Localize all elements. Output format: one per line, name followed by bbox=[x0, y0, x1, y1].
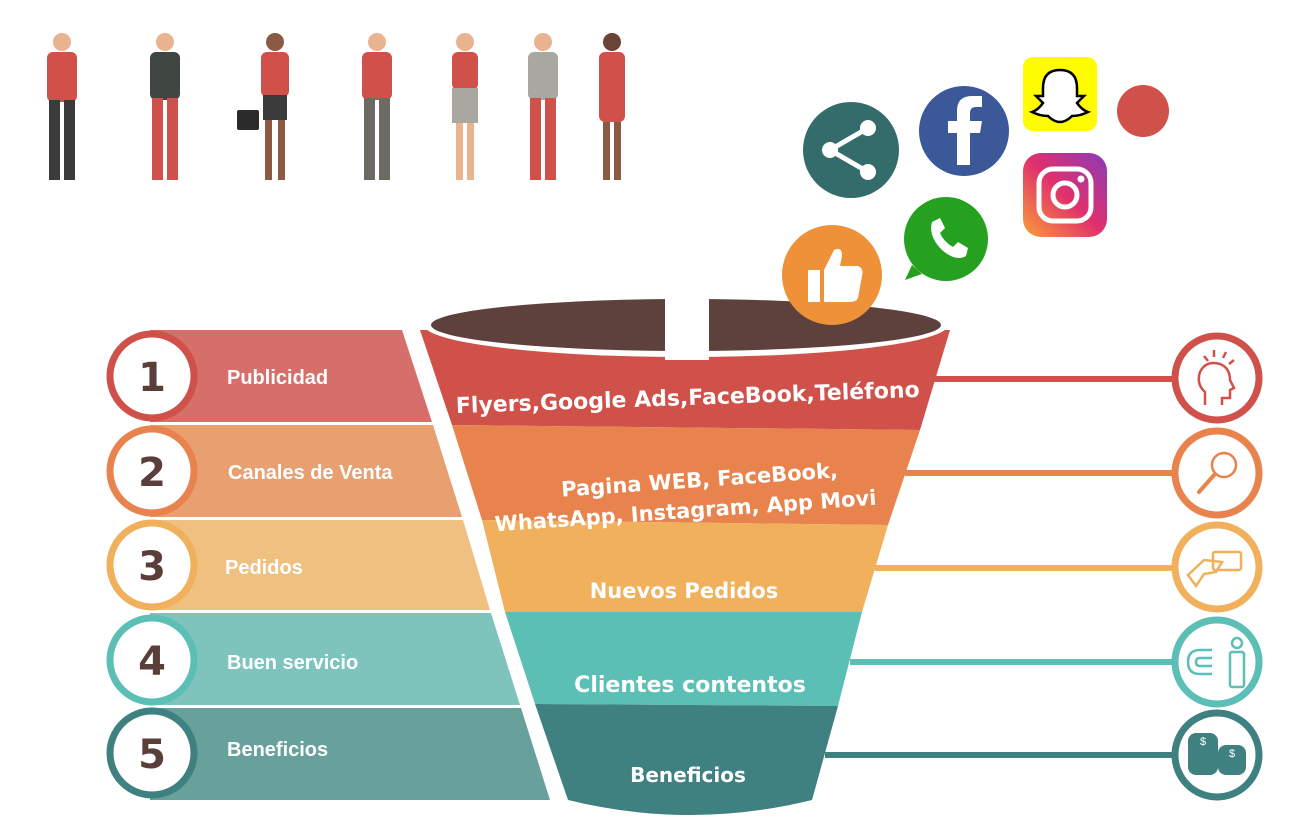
right-icons: $ $ bbox=[825, 332, 1263, 801]
person-figure bbox=[150, 33, 180, 180]
step-2: 2 Canales de Venta bbox=[106, 425, 393, 517]
svg-text:$: $ bbox=[1229, 748, 1235, 760]
facebook-icon bbox=[919, 86, 1009, 176]
step-number: 2 bbox=[138, 450, 166, 496]
step-label: Buen servicio bbox=[227, 652, 358, 674]
funnel-band-2 bbox=[452, 425, 920, 525]
left-bars bbox=[150, 330, 550, 800]
funnel-text-4: Clientes contentos bbox=[574, 673, 806, 698]
step-1: 1 Publicidad bbox=[106, 330, 328, 422]
bar-2 bbox=[150, 425, 462, 517]
step-label: Canales de Venta bbox=[228, 462, 393, 484]
svg-text:$: $ bbox=[1200, 736, 1206, 748]
people-group bbox=[47, 33, 625, 180]
red-dot-icon bbox=[1117, 85, 1169, 137]
person-figure bbox=[528, 33, 558, 180]
magnet-person-icon bbox=[1171, 616, 1263, 708]
magnifier-icon bbox=[1171, 427, 1263, 519]
step-5: 5 Beneficios bbox=[106, 707, 328, 799]
step-number: 1 bbox=[138, 355, 166, 401]
funnel-band-3 bbox=[482, 520, 888, 612]
head-idea-icon bbox=[1171, 332, 1263, 424]
step-label: Publicidad bbox=[227, 367, 328, 389]
coins-icon: $ $ bbox=[1171, 709, 1263, 801]
bar-4 bbox=[150, 613, 520, 705]
bar-5 bbox=[150, 708, 550, 800]
step-number: 5 bbox=[138, 732, 166, 778]
whatsapp-icon bbox=[904, 197, 988, 281]
bar-3 bbox=[150, 520, 490, 610]
funnel-divider bbox=[665, 240, 709, 360]
instagram-icon bbox=[1023, 153, 1107, 237]
funnel-band-1 bbox=[420, 330, 950, 430]
snapchat-icon bbox=[1023, 57, 1097, 131]
funnel-band-5 bbox=[535, 704, 838, 815]
person-figure bbox=[47, 33, 77, 180]
social-icons bbox=[782, 57, 1169, 325]
funnel-band-4 bbox=[505, 612, 862, 706]
funnel-text-5: Beneficios bbox=[630, 763, 746, 787]
step-label: Beneficios bbox=[227, 739, 328, 761]
step-4: 4 Buen servicio bbox=[106, 614, 358, 706]
thumbs-up-icon bbox=[782, 225, 882, 325]
step-3: 3 Pedidos bbox=[106, 519, 303, 611]
bar-1 bbox=[150, 330, 432, 422]
share-icon bbox=[803, 102, 899, 198]
person-figure bbox=[599, 33, 625, 180]
step-number: 3 bbox=[138, 544, 166, 590]
person-figure bbox=[452, 33, 478, 180]
person-figure bbox=[362, 33, 392, 180]
person-figure bbox=[237, 33, 289, 180]
step-number: 4 bbox=[138, 639, 166, 685]
hand-card-icon bbox=[1171, 521, 1263, 613]
step-label: Pedidos bbox=[225, 557, 303, 579]
funnel-text-3: Nuevos Pedidos bbox=[590, 579, 779, 603]
